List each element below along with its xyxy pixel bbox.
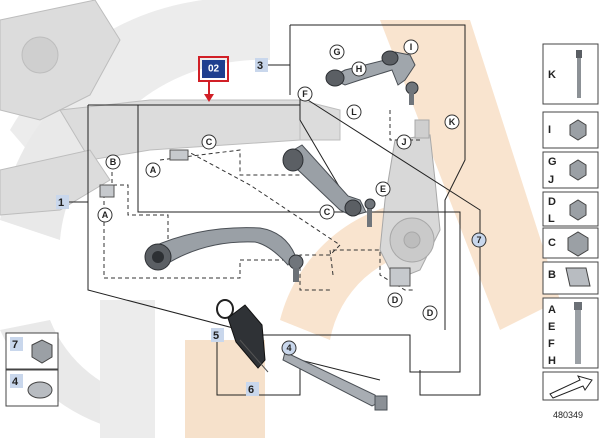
svg-text:J: J (401, 137, 406, 147)
legend-left-4: 4 (12, 376, 19, 388)
callout-l: L (346, 104, 362, 120)
callout-7: 7 (471, 232, 487, 248)
legend-j: J (548, 174, 554, 186)
callout-c-upper: C (201, 134, 217, 150)
part-number-5: 5 (213, 330, 219, 342)
svg-text:F: F (302, 89, 308, 99)
svg-text:A: A (102, 210, 109, 220)
callout-h: H (351, 61, 367, 77)
callout-k: K (444, 114, 460, 130)
svg-text:L: L (351, 107, 357, 117)
legend-i: I (548, 124, 551, 136)
callout-d-lower: D (422, 305, 438, 321)
part-number-3: 3 (257, 60, 263, 72)
callout-e: E (375, 181, 391, 197)
svg-text:D: D (392, 295, 399, 305)
svg-text:E: E (380, 184, 386, 194)
svg-text:K: K (449, 117, 456, 127)
hardware-legend-right: K I G J D L C B A E F H 480349 (542, 43, 599, 420)
boot-frame (216, 330, 381, 396)
svg-text:4: 4 (286, 343, 291, 353)
legend-b: B (548, 269, 556, 281)
svg-text:G: G (333, 47, 340, 57)
small-parts (99, 149, 411, 287)
legend-e: E (548, 321, 555, 333)
highlight-label: 02 (208, 64, 220, 75)
subframe-drawing (0, 0, 341, 216)
legend-h: H (548, 355, 556, 367)
callout-f: F (297, 86, 313, 102)
legend-l: L (548, 213, 555, 225)
svg-text:I: I (410, 42, 413, 52)
callout-4: 4 (281, 340, 297, 356)
legend-g: G (548, 156, 557, 168)
svg-text:C: C (324, 207, 331, 217)
tie-rod-assembly (216, 299, 388, 411)
wheel-carrier-drawing (379, 119, 441, 281)
svg-text:C: C (206, 137, 213, 147)
part-number-6: 6 (248, 384, 254, 396)
callout-g: G (329, 44, 345, 60)
callout-i: I (403, 39, 419, 55)
highlight-marker: 02 (198, 56, 229, 102)
legend-d: D (548, 196, 556, 208)
legend-left-7: 7 (12, 339, 18, 351)
letter-callouts: A A B C C D D E F G H I J K L 4 7 (97, 39, 487, 356)
part-numbers: 1 3 5 6 (56, 58, 290, 396)
callout-a-lower: A (97, 207, 113, 223)
callout-b: B (105, 154, 121, 170)
upper-wishbone (325, 50, 419, 105)
svg-text:H: H (356, 64, 363, 74)
assembly-frames (87, 24, 481, 396)
callout-d-upper: D (387, 292, 403, 308)
lower-control-arm (144, 227, 304, 282)
callout-a-upper: A (145, 162, 161, 178)
hardware-legend-left: 7 4 (5, 332, 59, 407)
reference-number: 480349 (553, 410, 583, 420)
tension-strut (282, 144, 376, 227)
legend-a: A (548, 304, 556, 316)
callout-c-lower: C (319, 204, 335, 220)
legend-f: F (548, 338, 555, 350)
svg-text:B: B (110, 157, 117, 167)
part-number-1: 1 (58, 197, 64, 209)
svg-text:D: D (427, 308, 434, 318)
callout-j: J (396, 134, 412, 150)
svg-text:A: A (150, 165, 157, 175)
legend-k: K (548, 69, 556, 81)
legend-c: C (548, 237, 556, 249)
svg-text:7: 7 (476, 235, 481, 245)
